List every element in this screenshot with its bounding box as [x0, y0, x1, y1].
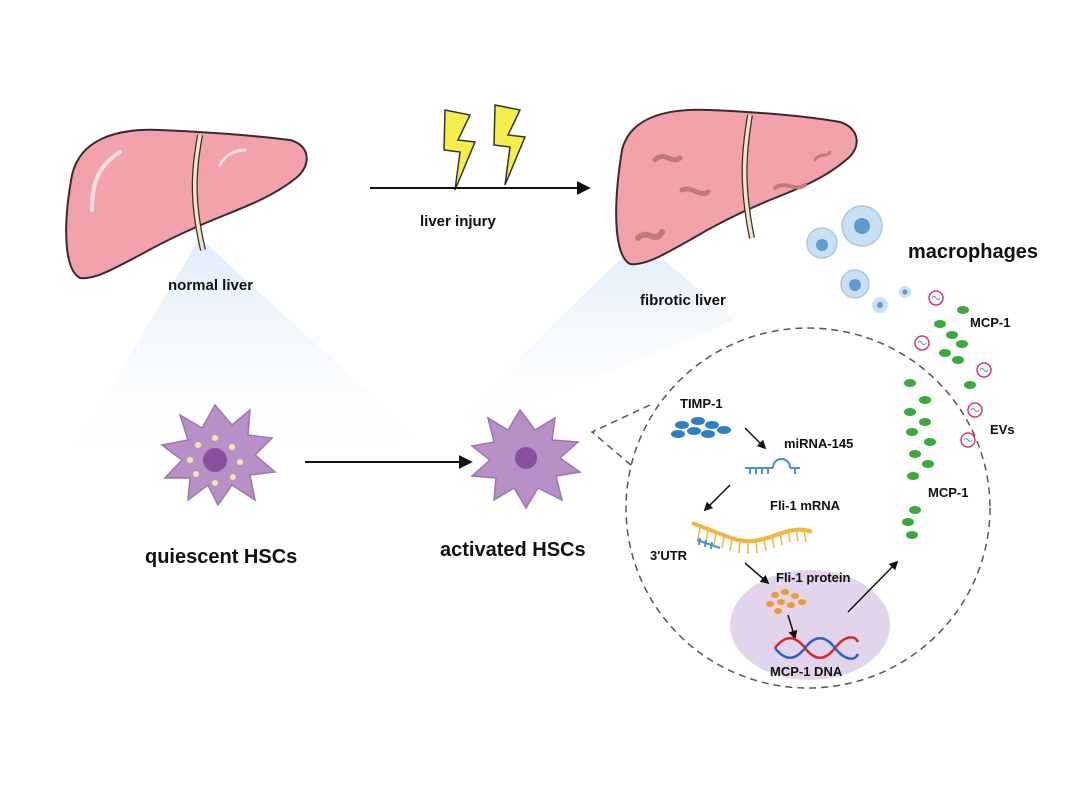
timp1-label: TIMP-1: [680, 396, 723, 411]
quiescent-hsc-icon: [160, 403, 277, 507]
evs-label: EVs: [990, 422, 1015, 437]
activated-hsc-icon: [470, 408, 582, 510]
protein-to-dna-arrow: [787, 614, 798, 640]
mirna145-icon: [745, 458, 800, 474]
mirna-to-mrna-arrow: [703, 484, 731, 512]
fibrotic-liver-label: fibrotic liver: [640, 292, 726, 309]
timp1-molecules-icon: [671, 417, 731, 438]
mcp1-dna-label: MCP-1 DNA: [770, 664, 843, 679]
liver-injury-label: liver injury: [420, 213, 497, 230]
beam-fibrotic-liver: [430, 240, 735, 445]
fli1-protein-label: Fli-1 protein: [776, 570, 850, 585]
dna-to-mcp1-arrow: [847, 560, 899, 613]
normal-liver-icon: [65, 128, 308, 280]
normal-liver-label: normal liver: [168, 277, 253, 294]
zoom-callout: [590, 327, 991, 689]
mcp1-top-label: MCP-1: [970, 315, 1010, 330]
nucleus-region: [730, 570, 890, 680]
mcp1-mid-label: MCP-1: [928, 485, 968, 500]
ev-cargo-icon: [917, 296, 989, 442]
fli1-mrna-label: Fli-1 mRNA: [770, 498, 841, 513]
fibrotic-liver-icon: [615, 108, 858, 266]
macrophages-label: macrophages: [908, 241, 1038, 263]
dna-icon: [774, 636, 860, 660]
utr3-label: 3'UTR: [650, 548, 688, 563]
lightning-icon: [443, 104, 527, 191]
quiescent-hscs-label: quiescent HSCs: [145, 546, 297, 568]
mrna-to-protein-arrow: [744, 562, 770, 585]
mirna145-label: miRNA-145: [784, 436, 853, 451]
mcp1-molecules-icon: [902, 306, 976, 539]
activated-hscs-label: activated HSCs: [440, 539, 586, 561]
fli1-mrna-icon: [691, 521, 813, 554]
timp1-to-mirna-arrow: [744, 427, 767, 450]
macrophage-icon: [806, 205, 911, 313]
fli1-protein-icon: [766, 589, 806, 614]
beam-normal-liver: [55, 238, 420, 480]
